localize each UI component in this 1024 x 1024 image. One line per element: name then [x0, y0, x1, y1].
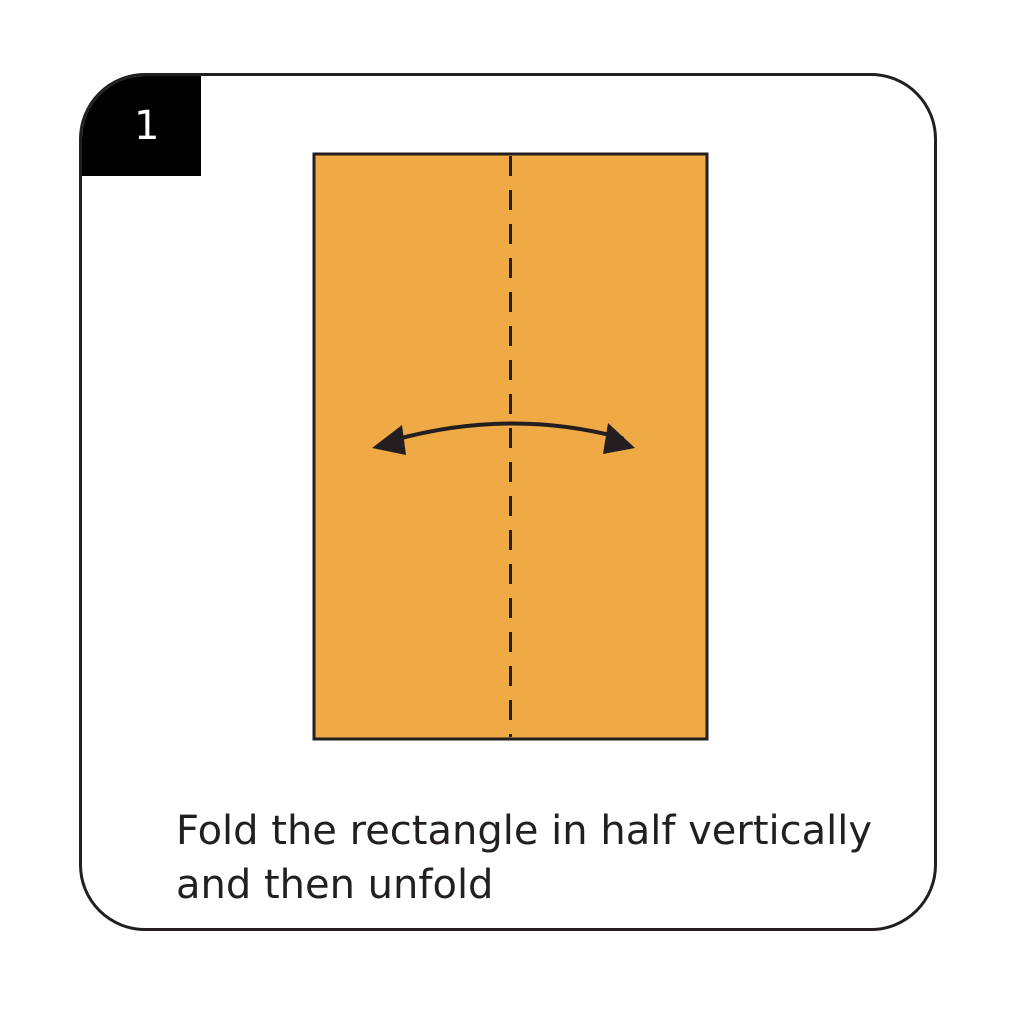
instruction-line-2: and then unfold: [176, 862, 494, 908]
instruction-card: 1 Fold the rectangle in half vertically …: [79, 73, 937, 931]
fold-diagram: [312, 152, 709, 741]
step-number-badge: 1: [82, 76, 201, 176]
step-number: 1: [134, 103, 160, 149]
arrow-head-left: [372, 425, 406, 455]
double-headed-curved-arrow-icon: [372, 421, 635, 455]
instruction-text: Fold the rectangle in half vertically an…: [176, 804, 916, 912]
arrow-head-right: [603, 423, 635, 454]
arrow-curve: [392, 421, 624, 442]
instruction-line-1: Fold the rectangle in half vertically: [176, 808, 873, 854]
